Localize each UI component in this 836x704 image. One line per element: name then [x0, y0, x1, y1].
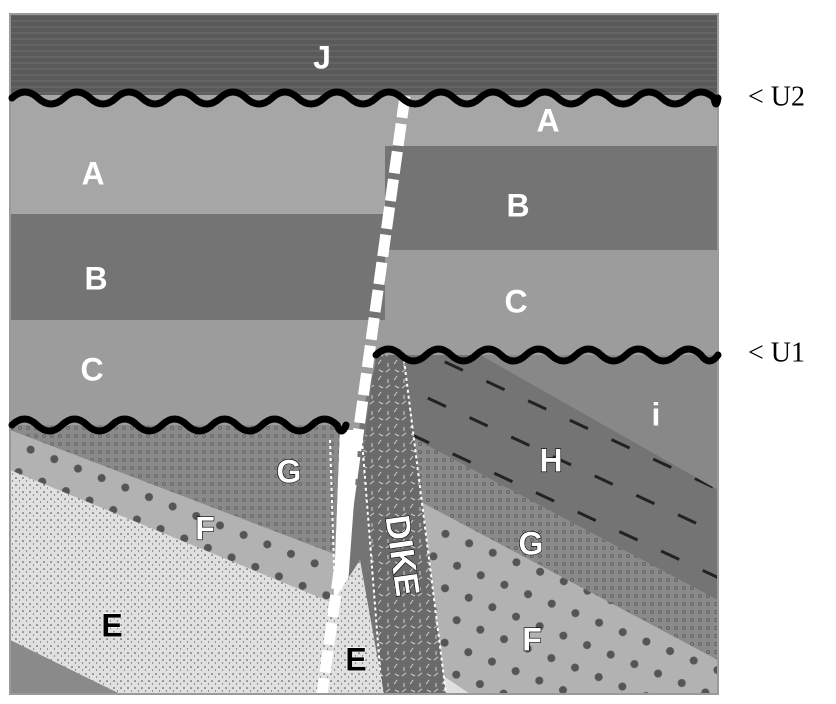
label-J: J — [313, 39, 331, 75]
layer-C-left — [10, 320, 395, 430]
label-E-center: E — [345, 641, 366, 677]
label-G-right: G — [519, 525, 544, 561]
label-C-left: C — [80, 351, 103, 387]
unconformity-U2-line — [8, 88, 722, 108]
label-B-left: B — [84, 260, 107, 296]
unconformity-U1-label: < U1 — [748, 337, 805, 368]
label-A-right: A — [536, 102, 559, 138]
label-F-right: F — [522, 621, 542, 657]
label-C-right: C — [504, 283, 527, 319]
label-E-left: E — [101, 607, 122, 643]
unconformity-U1-line — [372, 345, 722, 365]
layer-C-right — [385, 250, 718, 360]
label-H: H — [539, 442, 562, 478]
label-F-left: F — [195, 510, 215, 546]
unconformity-U2-label: < U2 — [748, 81, 805, 112]
layer-A-right — [385, 95, 718, 147]
label-A-left: A — [81, 155, 104, 191]
layer-A-left — [10, 95, 395, 215]
unconformity-U1-left-line — [8, 415, 350, 435]
label-B-right: B — [506, 187, 529, 223]
label-G-left: G — [277, 453, 302, 489]
label-i: i — [652, 396, 661, 432]
layer-B-right — [385, 146, 718, 252]
layer-B-left — [10, 214, 395, 322]
fault-line — [316, 95, 411, 694]
